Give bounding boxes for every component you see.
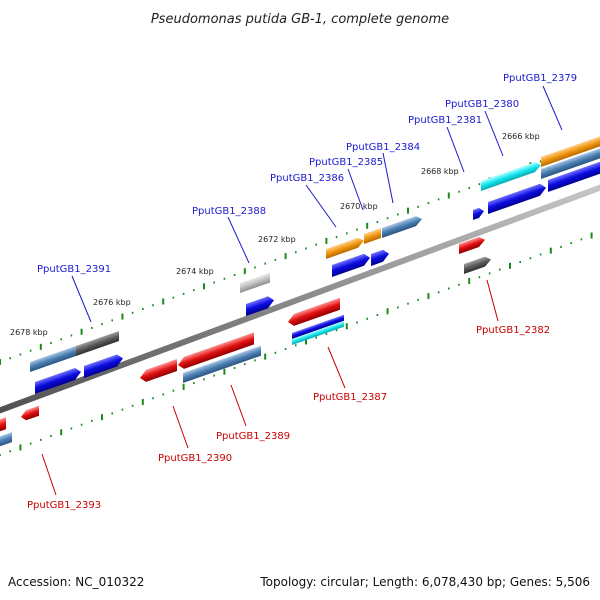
gene-feature-red[interactable] [288,297,340,328]
leader-line [71,275,92,323]
gene-feature-blue[interactable] [292,314,344,339]
accession-text: Accession: NC_010322 [8,575,144,589]
label-leaders-bottom [41,279,499,496]
gene-feature-steelblue[interactable] [30,345,78,372]
gene-feature-steelblue[interactable] [382,214,422,238]
gene-label[interactable]: PputGB1_2389 [216,431,290,442]
gene-feature-red[interactable] [459,235,485,254]
gene-label[interactable]: PputGB1_2382 [476,325,550,336]
gene-label[interactable]: PputGB1_2380 [445,99,519,110]
leader-line [347,168,364,211]
topology-text: Topology: circular; Length: 6,078,430 bp… [259,575,590,589]
cds-feature[interactable] [35,366,81,394]
cds-feature[interactable] [246,294,274,316]
gene-feature-orange[interactable] [541,134,600,167]
gene-feature-cyan[interactable] [292,320,344,345]
genome-backbone [0,184,600,414]
scale-label-2678: 2678 kbp [10,328,48,337]
scale-label-2672: 2672 kbp [258,235,296,244]
leader-line [227,216,250,264]
gene-label[interactable]: PputGB1_2379 [503,73,577,84]
gene-label[interactable]: PputGB1_2386 [270,173,344,184]
cds-feature[interactable] [488,182,546,214]
gene-feature-orange[interactable] [364,228,381,244]
cds-feature[interactable] [371,248,389,266]
gene-label[interactable]: PputGB1_2381 [408,115,482,126]
leader-line [486,279,499,322]
gene-track-upper [30,134,600,372]
gene-label[interactable]: PputGB1_2387 [313,392,387,403]
leader-line [382,152,394,204]
gene-label[interactable]: PputGB1_2393 [27,500,101,511]
scale-label-2674: 2674 kbp [176,267,214,276]
leader-line [484,110,504,157]
cds-feature[interactable] [332,252,370,277]
gene-feature-red[interactable] [140,359,177,384]
gene-feature-darkgray[interactable] [76,330,119,356]
gene-feature-steelblue[interactable] [0,432,12,447]
gene-feature-darkgray[interactable] [464,255,491,274]
gene-feature-orange[interactable] [326,236,364,259]
gene-feature-steelblue[interactable] [541,146,600,179]
scale-label-2666: 2666 kbp [502,132,540,141]
gene-feature-red[interactable] [21,405,39,422]
gene-label[interactable]: PputGB1_2391 [37,264,111,275]
gene-feature-cyan[interactable] [481,160,541,191]
scale-label-2670: 2670 kbp [340,202,378,211]
gene-track-lower [0,235,491,447]
cds-feature[interactable] [473,206,484,220]
gene-label[interactable]: PputGB1_2385 [309,157,383,168]
gene-label[interactable]: PputGB1_2390 [158,453,232,464]
gene-feature-steelblue[interactable] [183,345,261,383]
map-title: Pseudomonas putida GB-1, complete genome [151,12,449,27]
scale-track-lower [0,232,593,456]
leader-line [172,405,189,449]
cds-feature[interactable] [548,160,600,192]
cds-track-upper [35,160,600,394]
scale-track-upper [0,141,593,365]
leader-line [230,384,247,427]
gene-label[interactable]: PputGB1_2384 [346,142,420,153]
leader-line [327,346,346,389]
scale-label-2676: 2676 kbp [93,298,131,307]
label-leaders [71,85,563,323]
gene-feature-red[interactable] [178,332,254,371]
gene-feature-red[interactable] [0,417,6,432]
scale-label-2668: 2668 kbp [421,167,459,176]
gene-feature-lightgray[interactable] [240,272,270,294]
leader-line [305,184,337,228]
cds-feature[interactable] [84,352,123,378]
leader-line [41,453,57,496]
leader-line [542,85,563,131]
gene-label[interactable]: PputGB1_2388 [192,206,266,217]
leader-line [446,126,465,173]
